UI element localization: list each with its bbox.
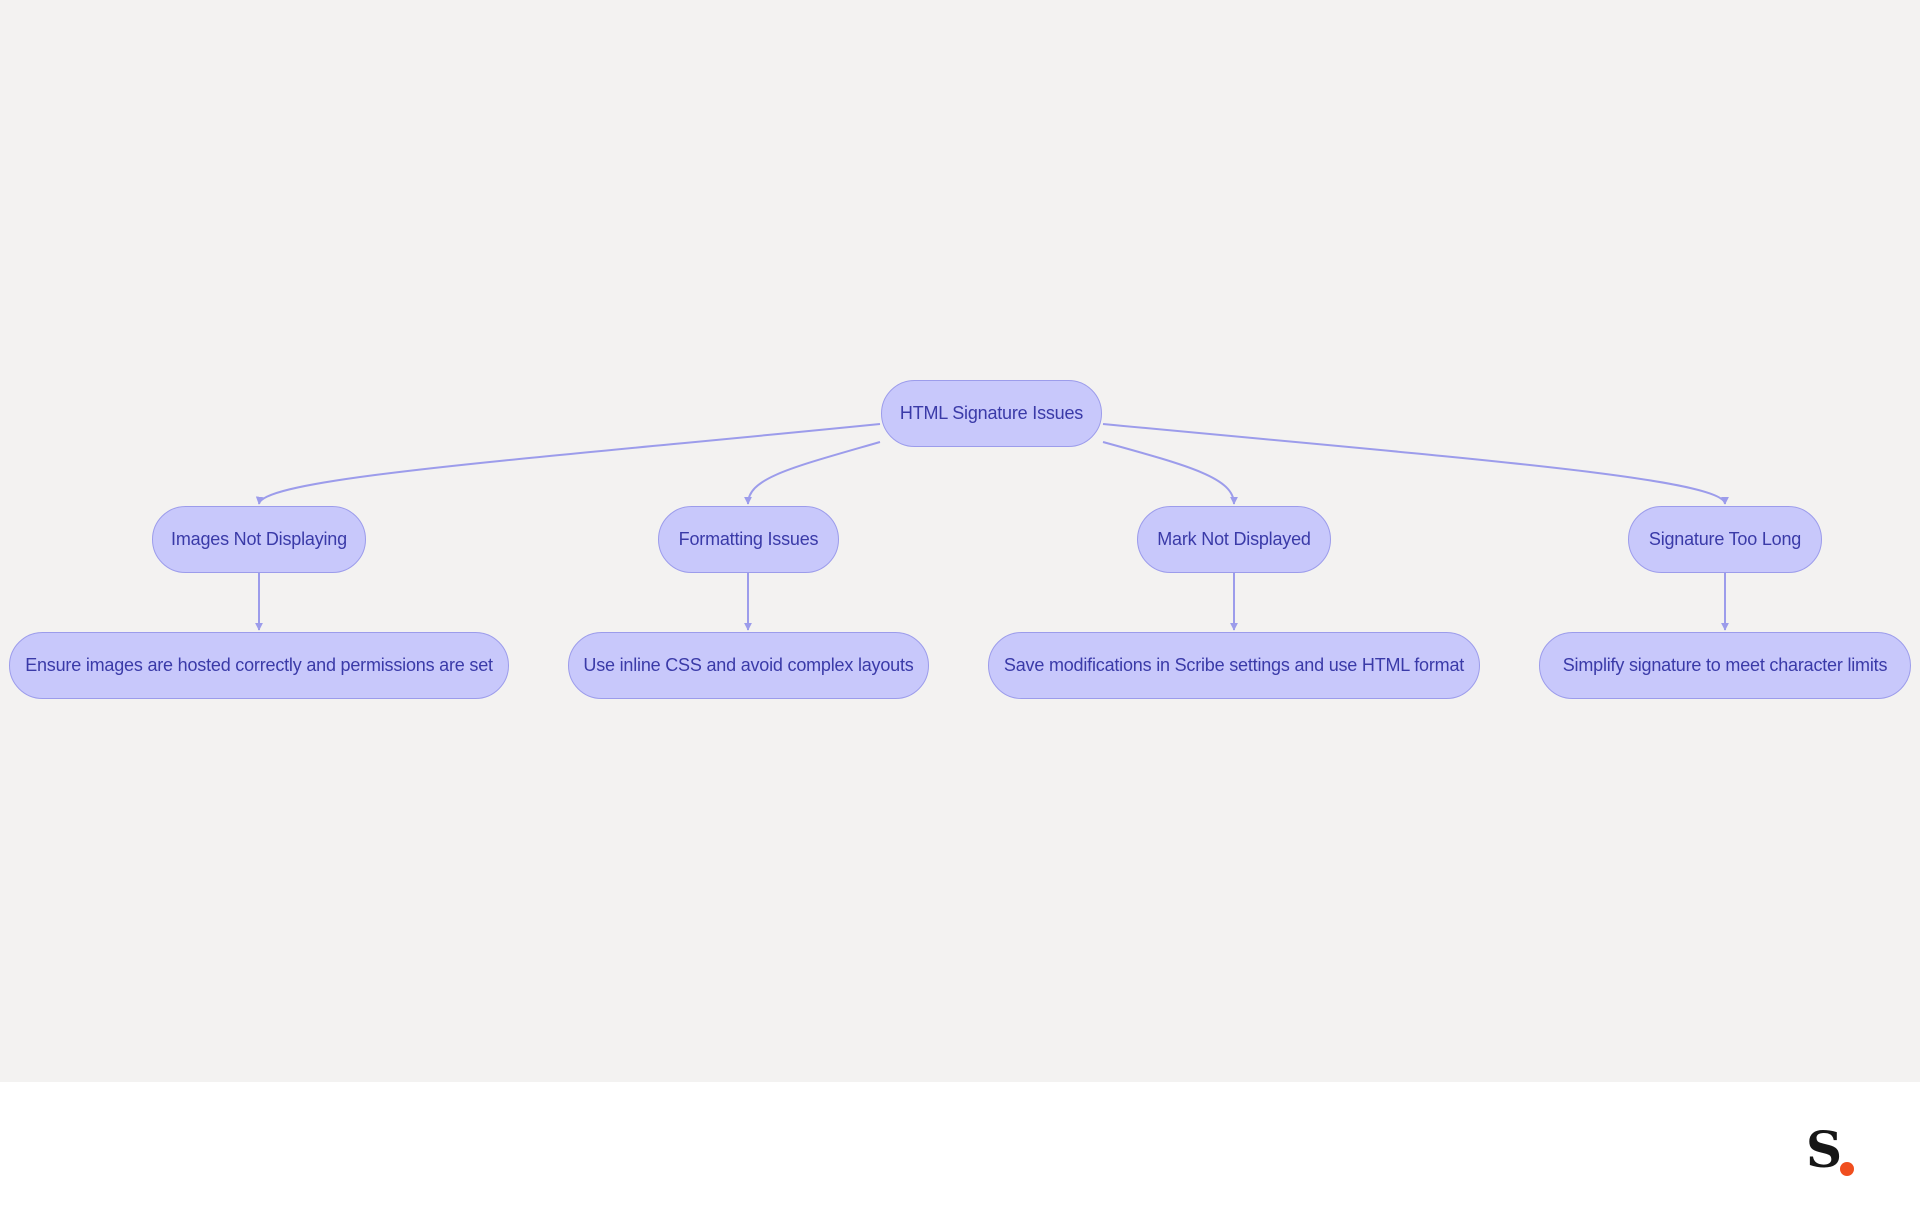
edge-root-to-images	[255, 423, 881, 505]
scribe-logo-icon[interactable]: S	[1806, 1122, 1858, 1180]
solution-node-formatting[interactable]: Use inline CSS and avoid complex layouts	[568, 632, 929, 699]
category-node-signature-too-long[interactable]: Signature Too Long	[1628, 506, 1822, 573]
solution-node-mark[interactable]: Save modifications in Scribe settings an…	[988, 632, 1480, 699]
footer	[0, 1082, 1920, 1215]
solution-node-label: Use inline CSS and avoid complex layouts	[583, 655, 914, 675]
category-node-images-not-displaying[interactable]: Images Not Displaying	[152, 506, 366, 573]
solution-node-length[interactable]: Simplify signature to meet character lim…	[1539, 632, 1911, 699]
solution-node-label: Save modifications in Scribe settings an…	[1003, 655, 1465, 675]
category-node-label: Mark Not Displayed	[1157, 529, 1311, 549]
root-node[interactable]: HTML Signature Issues	[881, 380, 1102, 447]
edge-root-to-formatting	[744, 441, 881, 505]
category-node-label: Signature Too Long	[1648, 529, 1802, 549]
category-node-formatting-issues[interactable]: Formatting Issues	[658, 506, 839, 573]
edge-root-to-mark	[1102, 441, 1238, 505]
logo-letter: S	[1806, 1120, 1843, 1179]
root-node-label: HTML Signature Issues	[899, 403, 1084, 423]
solution-node-label: Ensure images are hosted correctly and p…	[25, 655, 493, 675]
category-node-mark-not-displayed[interactable]: Mark Not Displayed	[1137, 506, 1331, 573]
logo-dot	[1840, 1162, 1854, 1176]
category-node-label: Images Not Displaying	[171, 529, 347, 549]
edge-root-to-length	[1102, 423, 1729, 505]
diagram-edges	[255, 423, 1729, 631]
solution-node-label: Simplify signature to meet character lim…	[1562, 655, 1888, 675]
category-node-label: Formatting Issues	[678, 529, 819, 549]
diagram-canvas: HTML Signature Issues Images Not Display…	[0, 0, 1920, 1082]
solution-node-images[interactable]: Ensure images are hosted correctly and p…	[9, 632, 509, 699]
